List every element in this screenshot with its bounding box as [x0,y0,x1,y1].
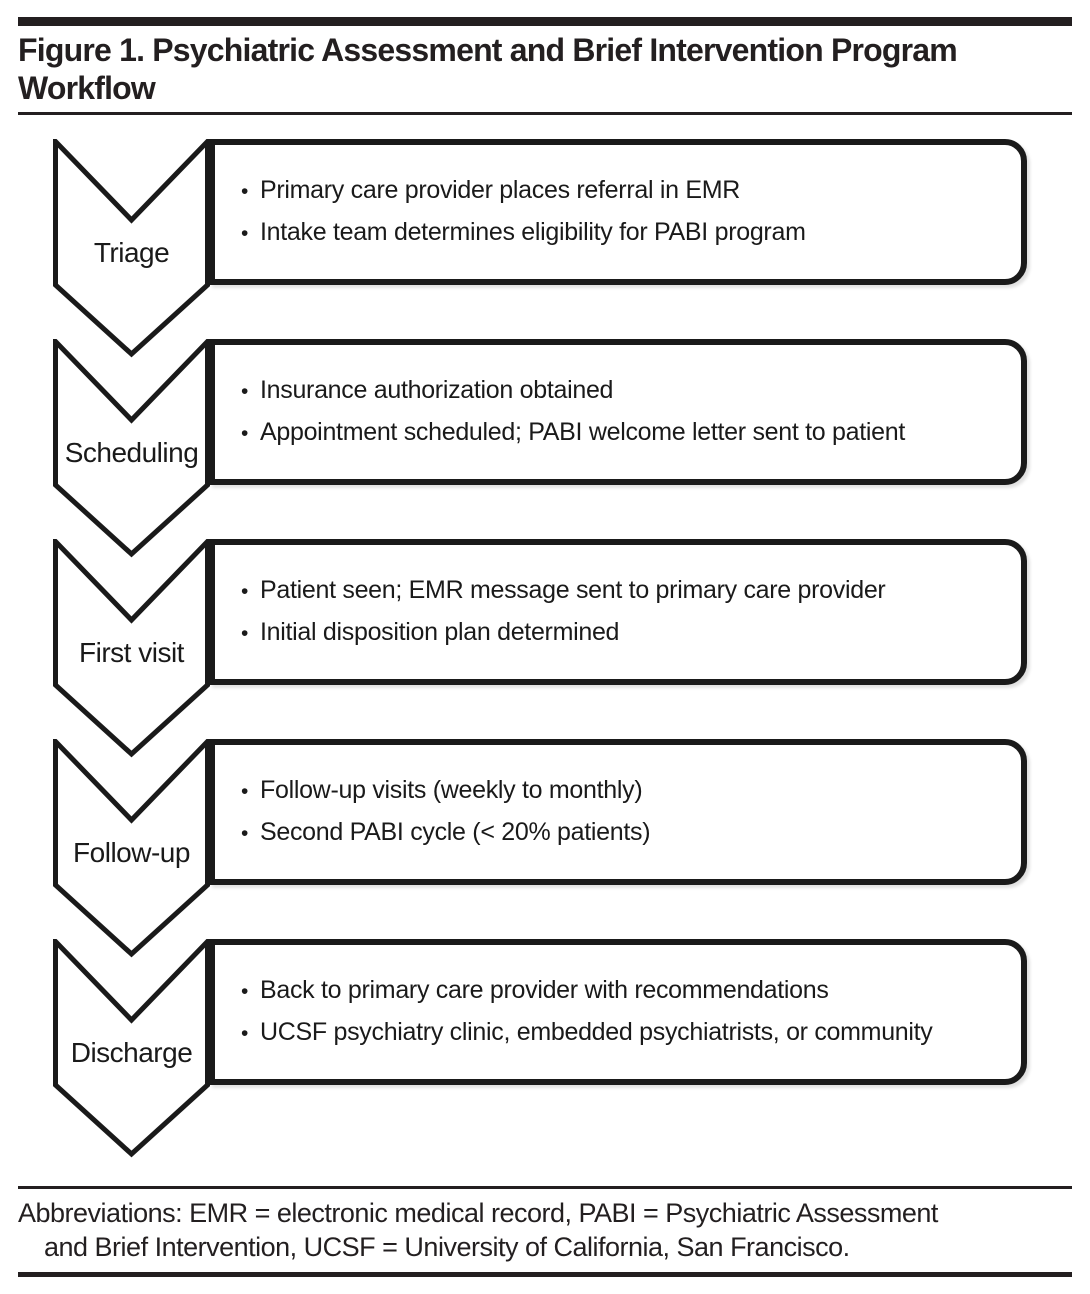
step-details-box: • Primary care provider places referral … [209,139,1027,285]
bullet-icon: • [241,780,249,803]
bullet-text: Primary care provider places referral in… [260,176,741,204]
bullet-text: Follow-up visits (weekly to monthly) [260,776,643,804]
bullet-text: UCSF psychiatry clinic, embedded psychia… [260,1018,933,1046]
figure-title-line1: Figure 1. Psychiatric Assessment and Bri… [18,32,958,68]
workflow-step-discharge: Discharge • Back to primary care provide… [53,939,1027,1161]
workflow-step-scheduling: Scheduling • Insurance authorization obt… [53,339,1027,561]
step-details-box: • Patient seen; EMR message sent to prim… [209,539,1027,685]
abbreviations-line1: Abbreviations: EMR = electronic medical … [18,1198,938,1228]
chevron-down-shape [53,339,210,558]
step-bullet: • Back to primary care provider with rec… [241,970,1009,1012]
bullet-text: Second PABI cycle (< 20% patients) [260,818,651,846]
bullet-text: Insurance authorization obtained [260,376,614,404]
bullet-icon: • [241,180,249,203]
footnote-divider-top [18,1186,1072,1189]
step-label: Follow-up [73,837,190,868]
step-label: Triage [93,237,170,268]
bullet-text: Back to primary care provider with recom… [260,976,829,1004]
top-rule [18,17,1072,26]
step-bullet: • Intake team determines eligibility for… [241,212,1009,254]
bullet-icon: • [241,422,249,445]
step-bullet: • Primary care provider places referral … [241,170,1009,212]
abbreviations-line2: and Brief Intervention, UCSF = Universit… [44,1232,850,1262]
chevron-down-shape [53,539,210,758]
bullet-icon: • [241,580,249,603]
title-divider [18,112,1072,115]
bullet-icon: • [241,622,249,645]
figure-title: Figure 1. Psychiatric Assessment and Bri… [18,31,1080,107]
workflow-step-first-visit: First visit • Patient seen; EMR message … [53,539,1027,761]
abbreviations-note: Abbreviations: EMR = electronic medical … [18,1196,1076,1264]
step-label: Discharge [70,1037,193,1068]
chevron-down-shape [53,939,210,1158]
bullet-icon: • [241,1022,249,1045]
chevron-down-shape [53,139,210,358]
step-bullet: • Appointment scheduled; PABI welcome le… [241,412,1009,454]
step-bullet: • Insurance authorization obtained [241,370,1009,412]
footnote-divider-bottom [18,1272,1072,1277]
bullet-icon: • [241,980,249,1003]
workflow-step-follow-up: Follow-up • Follow-up visits (weekly to … [53,739,1027,961]
bullet-icon: • [241,380,249,403]
step-label: Scheduling [64,437,199,468]
chevron-down-shape [53,739,210,958]
step-bullet: • UCSF psychiatry clinic, embedded psych… [241,1012,1009,1054]
bullet-text: Appointment scheduled; PABI welcome lett… [260,418,906,446]
step-details-box: • Back to primary care provider with rec… [209,939,1027,1085]
step-bullet: • Follow-up visits (weekly to monthly) [241,770,1009,812]
bullet-icon: • [241,822,249,845]
step-bullet: • Second PABI cycle (< 20% patients) [241,812,1009,854]
bullet-text: Initial disposition plan determined [260,618,620,646]
step-bullet: • Patient seen; EMR message sent to prim… [241,570,1009,612]
bullet-icon: • [241,222,249,245]
step-details-box: • Insurance authorization obtained • App… [209,339,1027,485]
step-details-box: • Follow-up visits (weekly to monthly) •… [209,739,1027,885]
bullet-text: Intake team determines eligibility for P… [260,218,806,246]
workflow-step-triage: Triage • Primary care provider places re… [53,139,1027,361]
step-bullet: • Initial disposition plan determined [241,612,1009,654]
figure-title-line2: Workflow [18,70,156,106]
step-label: First visit [79,637,184,668]
bullet-text: Patient seen; EMR message sent to primar… [260,576,886,604]
